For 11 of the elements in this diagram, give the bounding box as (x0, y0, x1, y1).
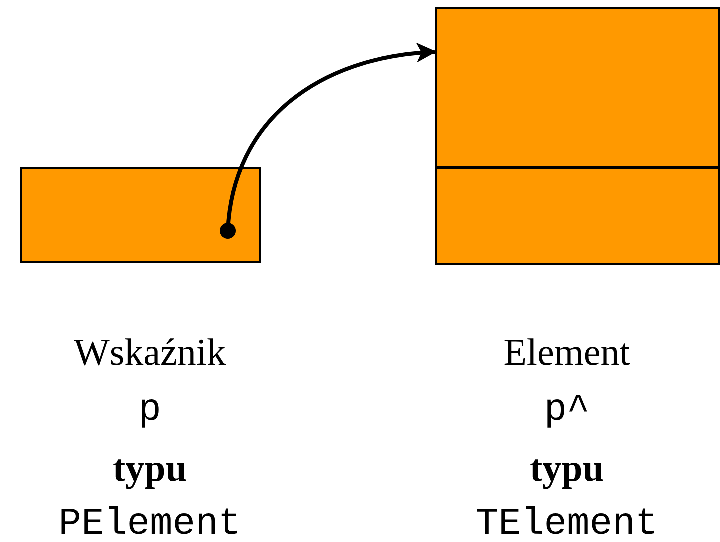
node-caption: Element (502, 334, 632, 372)
node-caption: typu (529, 450, 605, 488)
pointer-box (20, 167, 261, 263)
node-caption: PElement (58, 506, 242, 542)
node-caption: typu (112, 450, 188, 488)
pointer-arrow (220, 44, 437, 239)
node-caption: p (138, 392, 162, 430)
node-caption: TElement (474, 506, 660, 542)
field-box (435, 167, 720, 265)
node-caption: Wskaźnik (73, 334, 227, 372)
node-caption: p^ (543, 392, 591, 430)
